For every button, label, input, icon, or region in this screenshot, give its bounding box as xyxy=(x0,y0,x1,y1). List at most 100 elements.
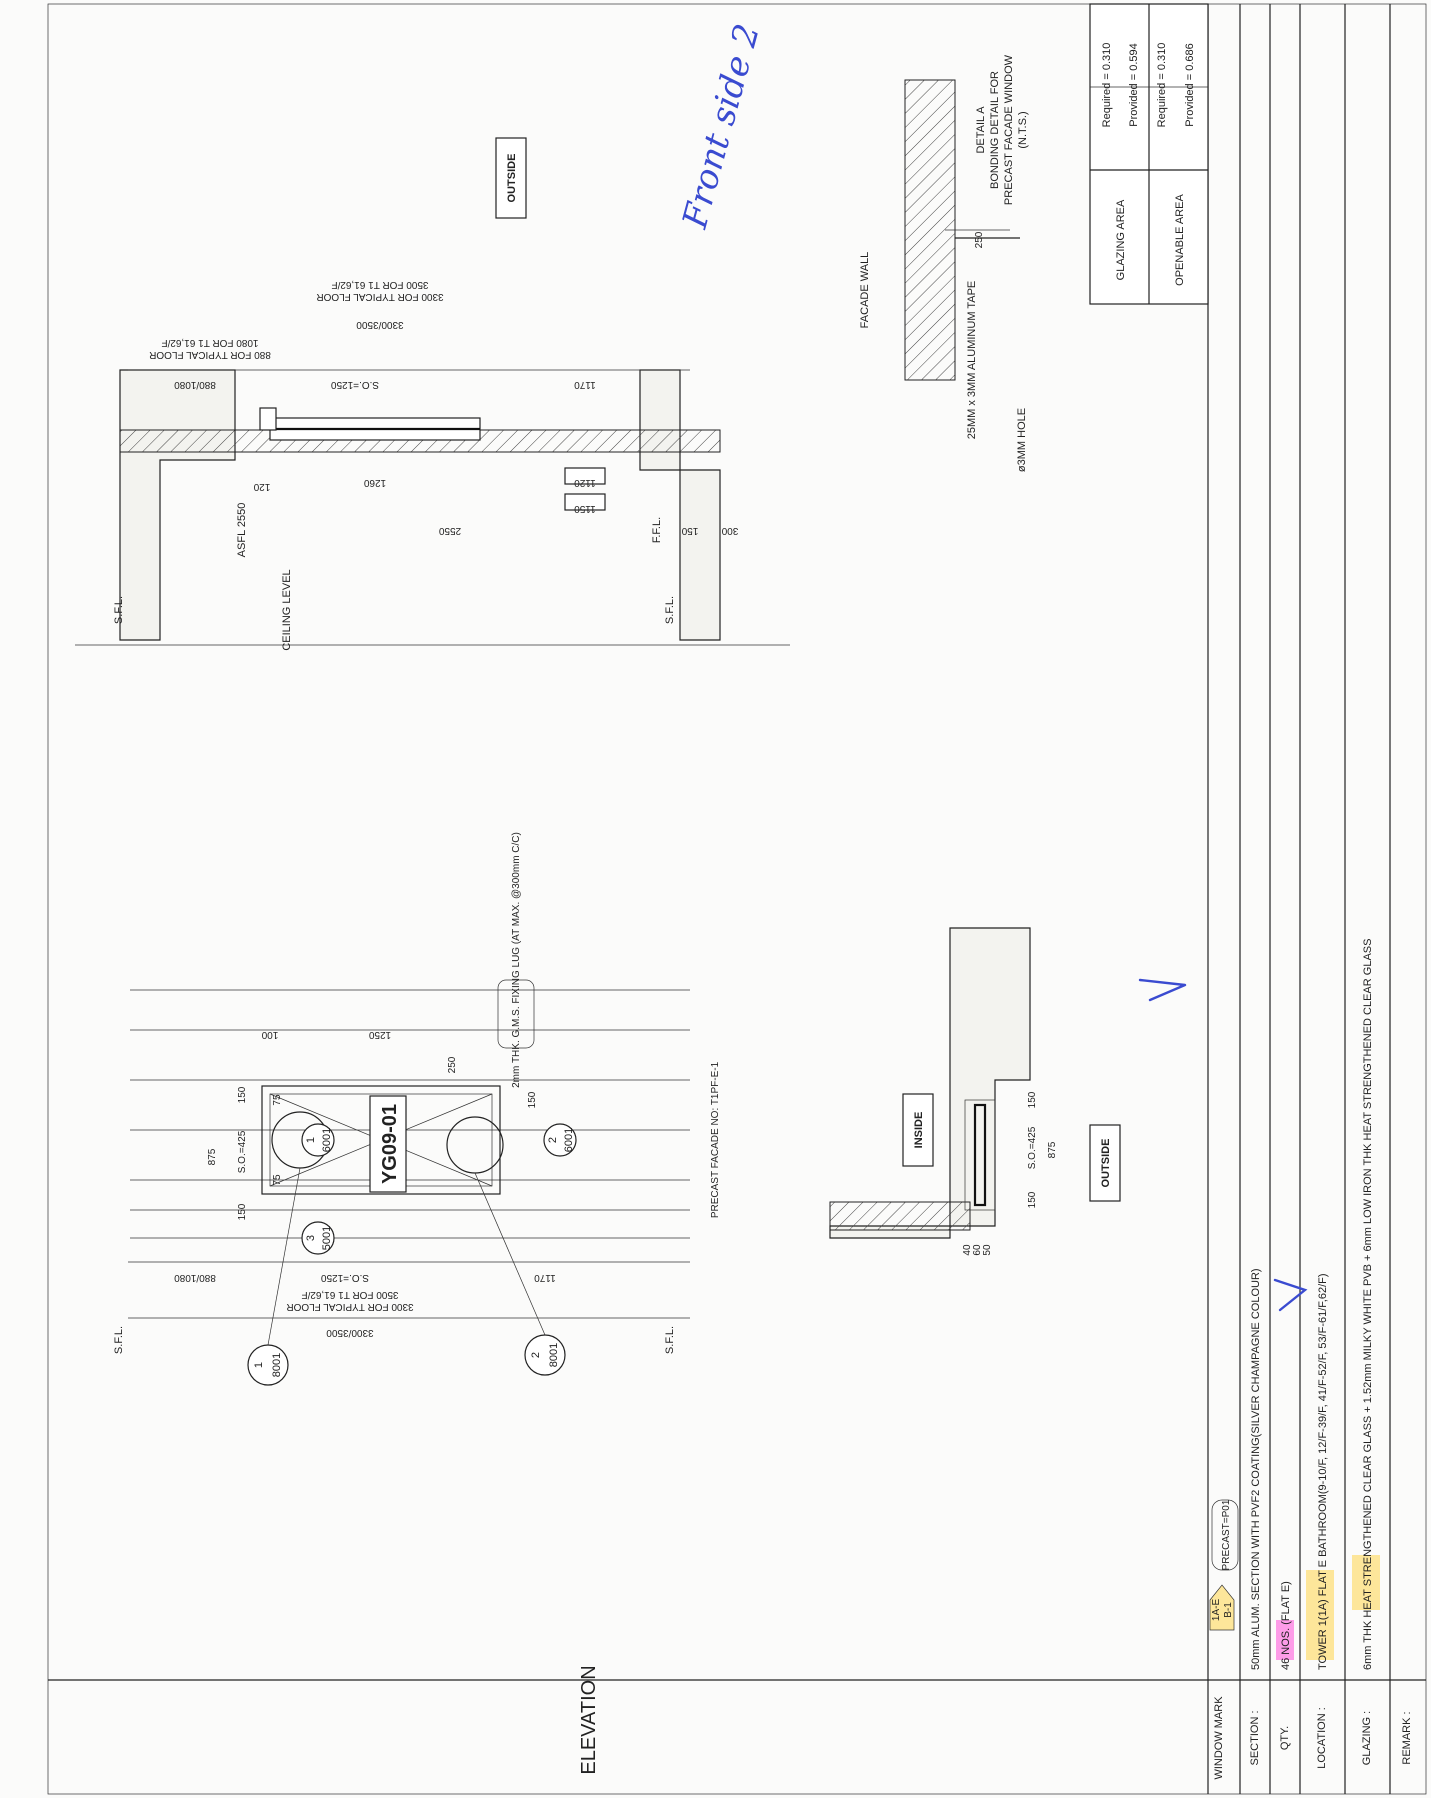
glazing-highlight xyxy=(1352,1555,1380,1610)
dim-so1250: S.O.=1250 xyxy=(331,379,380,390)
sfl-label: S.F.L. xyxy=(664,1326,676,1354)
callout-num: 2 xyxy=(547,1137,559,1143)
openable-provided: Provided = 0.686 xyxy=(1184,43,1196,126)
precast-tag-cloud xyxy=(1211,1499,1239,1571)
elevation-view: YG09-01 1 6001 2 6001 3 5001 1 8001 2 80… xyxy=(113,832,721,1386)
dim-3300-3500: 3300/3500 xyxy=(326,1327,374,1338)
dim-75: 75 xyxy=(272,1174,283,1186)
openable-required: Required = 0.310 xyxy=(1156,43,1168,128)
window-mark-bottom: B-1 xyxy=(1223,1602,1234,1618)
section-head xyxy=(259,407,277,431)
glazing-value: 6mm THK HEAT STRENGTHENED CLEAR GLASS + … xyxy=(1362,939,1374,1670)
callout-bubble xyxy=(446,1116,504,1174)
floor-note-2: 3300 FOR TYPICAL FLOOR xyxy=(286,1301,413,1312)
detail-title-3: PRECAST FACADE WINDOW xyxy=(1003,54,1015,205)
openable-area-label: OPENABLE AREA xyxy=(1174,193,1186,285)
window-mark-tag-bg xyxy=(1210,1585,1234,1630)
dim-cloud xyxy=(564,467,606,485)
callout-num: 1 xyxy=(253,1362,265,1368)
plan-dim: 875 xyxy=(1047,1141,1058,1158)
dim-880-1080: 880/1080 xyxy=(174,379,216,390)
callout-ref: 5001 xyxy=(321,1226,333,1250)
plan-dim: 150 xyxy=(1027,1091,1038,1108)
fixing-note-cloud xyxy=(497,979,535,1049)
floor-note-1: 3500 FOR T1 61,62/F xyxy=(301,1289,398,1300)
sheet-title: ELEVATION xyxy=(578,1665,600,1774)
top-note-2a: 3500 FOR T1 61,62/F xyxy=(331,279,428,290)
section-slab-top xyxy=(119,369,236,641)
callout-num: 1 xyxy=(305,1137,317,1143)
plan-dim: S.O.=425 xyxy=(1027,1126,1038,1169)
plan-dim: 60 xyxy=(972,1244,983,1256)
callout-3-5001 xyxy=(301,1221,335,1255)
dim-300: 300 xyxy=(721,525,738,536)
top-note-2b: 3300 FOR TYPICAL FLOOR xyxy=(316,291,443,302)
sfl-label: S.F.L. xyxy=(664,596,676,624)
detail-dim-250: 250 xyxy=(974,231,985,248)
callout-1-6001 xyxy=(301,1123,335,1157)
dim-so1250: S.O.=1250 xyxy=(321,1272,370,1283)
plan-dim: 50 xyxy=(982,1244,993,1256)
dim-150: 150 xyxy=(527,1091,538,1108)
dim-100: 100 xyxy=(261,1029,278,1040)
info-table: WINDOW MARK SECTION : QTY. LOCATION : GL… xyxy=(1208,4,1426,1794)
detail-title-2: BONDING DETAIL FOR xyxy=(989,71,1001,189)
ceiling-label: CEILING LEVEL xyxy=(281,569,293,650)
dim-75: 75 xyxy=(272,1094,283,1106)
detail-hole-label: ø3MM HOLE xyxy=(1016,408,1028,472)
dim-1170: 1170 xyxy=(534,1272,556,1283)
dim-1250: 1250 xyxy=(368,1029,391,1040)
leader xyxy=(267,1167,301,1346)
remark-label: REMARK : xyxy=(1401,1711,1413,1764)
callout-ref: 6001 xyxy=(321,1128,333,1152)
plan-view: INSIDE OUTSIDE 150 S.O.=425 150 875 40 6… xyxy=(829,927,1121,1256)
dim-875: 875 xyxy=(207,1148,218,1165)
window-mark-top: 1A-E xyxy=(1211,1599,1222,1622)
asfl-label: ASFL 2550 xyxy=(236,503,248,558)
dim-250: 250 xyxy=(447,1056,458,1073)
dim-1120: 1120 xyxy=(574,477,596,488)
location-highlight xyxy=(1306,1570,1334,1660)
window-mark-label: WINDOW MARK xyxy=(1213,1696,1225,1780)
precast-tag: PRECAST=P01 xyxy=(1221,1499,1232,1570)
sheet-border xyxy=(47,3,1427,1795)
sfl-label: S.F.L. xyxy=(113,1326,125,1354)
callout-num: 3 xyxy=(305,1235,317,1241)
section-value: 50mm ALUM. SECTION WITH PVF2 COATING(SIL… xyxy=(1250,1268,1262,1670)
qty-label: QTY. xyxy=(1279,1726,1291,1750)
facade-no: PRECAST FACADE NO: T1PF-E-1 xyxy=(710,1061,721,1218)
top-note-1b: 880 FOR TYPICAL FLOOR xyxy=(149,349,271,360)
dim-cloud xyxy=(564,493,606,511)
handwritten-note: Front side 2 xyxy=(675,20,768,234)
dim-1260: 1260 xyxy=(363,477,386,488)
dim-150: 150 xyxy=(681,525,698,536)
dim-120: 120 xyxy=(253,481,270,492)
glazing-label: GLAZING : xyxy=(1361,1711,1373,1765)
dim-3300-3500: 3300/3500 xyxy=(356,319,404,330)
location-value: TOWER 1(1A) FLAT E BATHROOM(9-10/F, 12/F… xyxy=(1317,1273,1329,1670)
section-slab-bottom xyxy=(639,369,721,641)
callout-ref: 8001 xyxy=(548,1343,560,1367)
dim-1150: 1150 xyxy=(574,503,596,514)
area-table: GLAZING AREA OPENABLE AREA Required = 0.… xyxy=(1089,3,1209,305)
section-label: SECTION : xyxy=(1249,1710,1261,1765)
check-mark xyxy=(1273,1278,1308,1312)
dim-880-1080: 880/1080 xyxy=(174,1272,216,1283)
window-code: YG09-01 xyxy=(379,1104,401,1184)
plan-outside-label: OUTSIDE xyxy=(1100,1139,1112,1188)
section-outside-label: OUTSIDE xyxy=(506,154,518,203)
callout-num: 2 xyxy=(530,1352,542,1358)
callout-2-6001 xyxy=(543,1123,577,1157)
top-note-1a: 1080 FOR T1 61,62/F xyxy=(161,337,258,348)
plan-concrete xyxy=(829,927,1031,1239)
ffl-label: F.F.L. xyxy=(651,517,663,543)
window-mark-tag xyxy=(1209,1584,1235,1631)
qty-value: 46 NOS. (FLAT E) xyxy=(1280,1581,1292,1670)
plan-dim: 150 xyxy=(1027,1191,1038,1208)
qty-highlight xyxy=(1276,1620,1294,1660)
plan-outside-box xyxy=(1089,1124,1121,1202)
glazing-area-label: GLAZING AREA xyxy=(1115,199,1127,280)
dim-2550: 2550 xyxy=(438,525,461,536)
